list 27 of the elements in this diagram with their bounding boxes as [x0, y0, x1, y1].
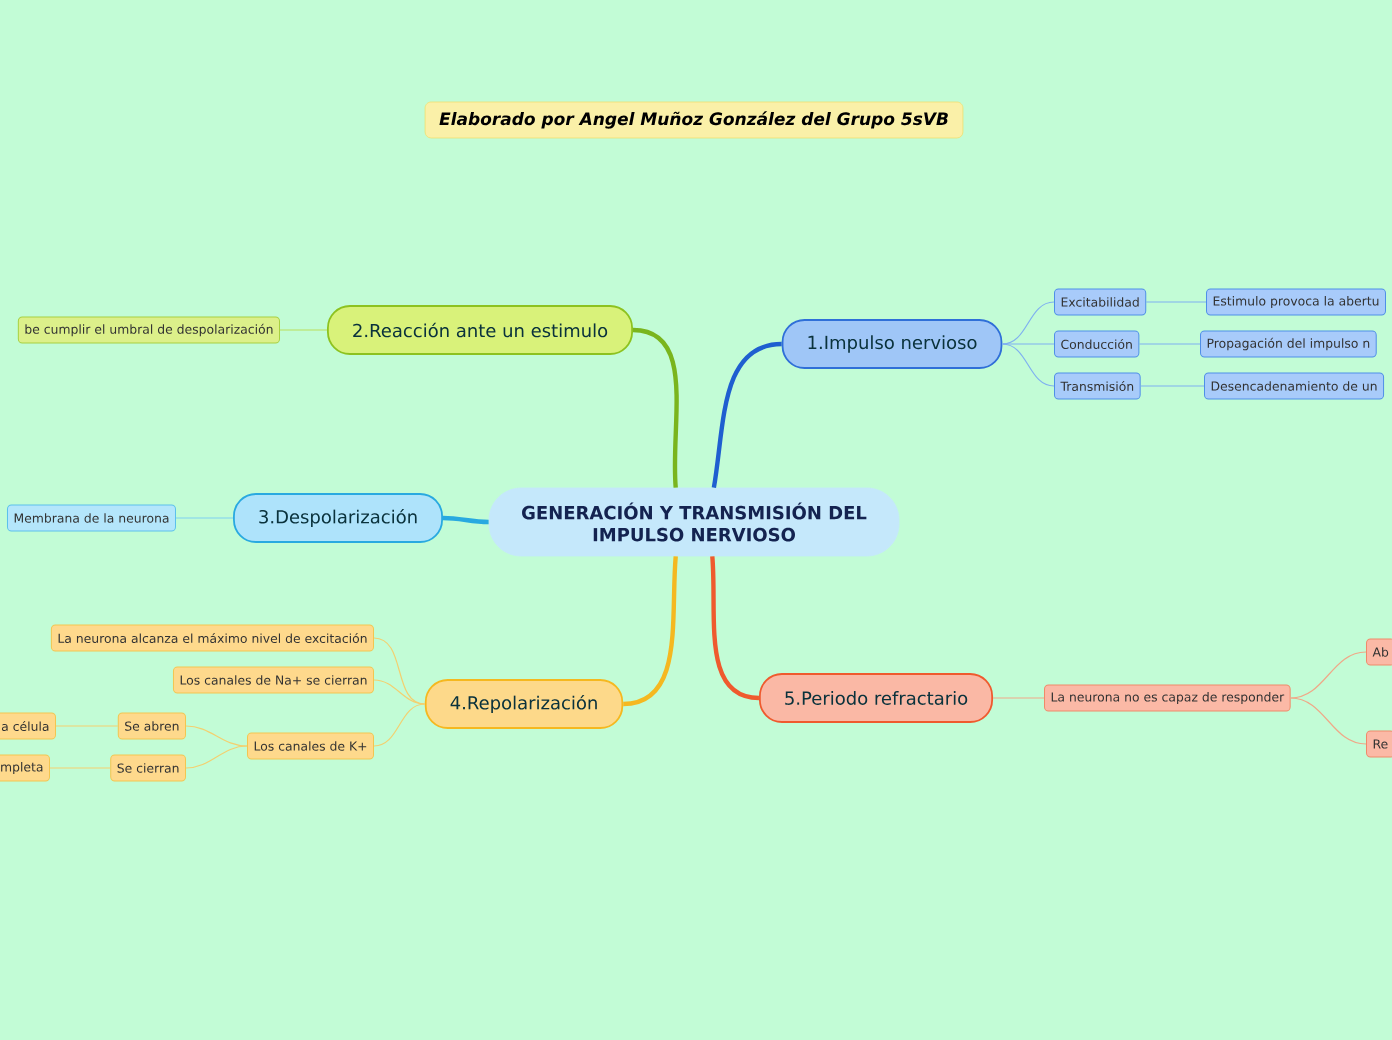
branch-topic-box: 3.Despolarización	[233, 493, 443, 543]
connector-line	[992, 697, 1045, 699]
connector-line	[373, 703, 426, 747]
branch-topic-box: 1.Impulso nervioso	[781, 319, 1003, 369]
connector-line	[1001, 343, 1055, 345]
connector-line	[185, 725, 248, 747]
connector-line	[175, 517, 234, 519]
connector-line	[373, 679, 426, 705]
connector-line	[1001, 343, 1055, 387]
branch-line	[632, 327, 679, 488]
branch-line	[622, 556, 678, 707]
branch-topic-box: 4.Repolarización	[424, 679, 624, 729]
connector-line	[55, 725, 119, 727]
connector-line	[279, 329, 328, 331]
branch-line	[442, 515, 489, 525]
branch-line	[710, 556, 760, 701]
connector-line	[185, 745, 248, 769]
credit-box: Elaborado por Angel Muñoz González del Grupo 5sVB	[424, 101, 964, 139]
connector-line	[1140, 385, 1205, 387]
branch-topic-box: 2.Reacción ante un estimulo	[327, 305, 633, 355]
connector-line	[1290, 651, 1367, 699]
branch-line	[711, 341, 782, 488]
connector-line	[49, 767, 111, 769]
central-topic-box: GENERACIÓN Y TRANSMISIÓN DEL IMPULSO NERVIOSO	[488, 487, 900, 557]
connector-line	[1145, 301, 1207, 303]
connector-line	[1138, 343, 1201, 345]
branch-topic-box: 5.Periodo refractario	[758, 673, 994, 723]
